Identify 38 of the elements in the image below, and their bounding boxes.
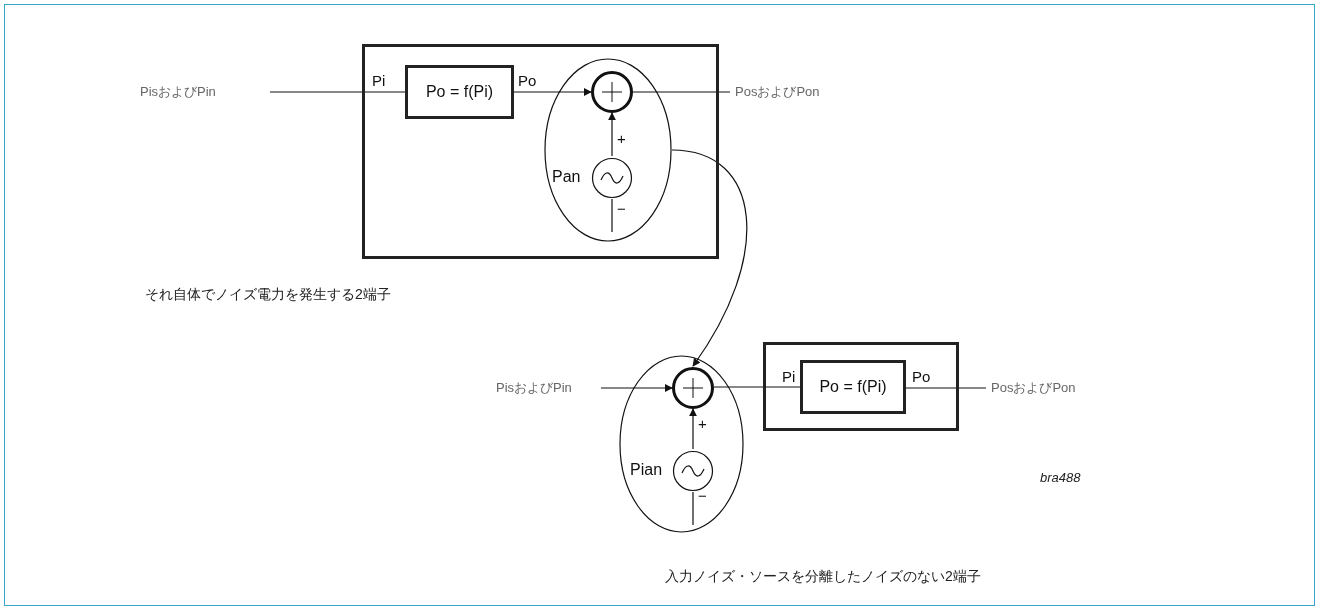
caption: 入力ノイズ・ソースを分離したノイズのない2端子 — [665, 568, 981, 586]
two-port-box — [763, 342, 959, 431]
figure-code: bra488 — [1040, 470, 1081, 485]
summing-junction — [672, 367, 714, 409]
summing-junction — [591, 71, 633, 113]
signal-label: PosおよびPon — [735, 84, 865, 100]
arrow — [513, 88, 592, 96]
connector-line — [905, 387, 987, 389]
function-block: Po = f(Pi) — [800, 360, 906, 414]
source-label: Pan — [552, 168, 581, 186]
connector-line — [632, 91, 731, 93]
caption: それ自体でノイズ電力を発生する2端子 — [145, 286, 391, 304]
source-label: Pian — [630, 461, 663, 479]
arrow — [608, 112, 616, 157]
arrow — [600, 384, 673, 392]
edge-label: Po — [912, 368, 931, 385]
edge-label: + — [698, 415, 707, 432]
function-block: Po = f(Pi) — [405, 65, 514, 119]
signal-label: PisおよびPin — [496, 380, 596, 396]
signal-label: PisおよびPin — [140, 84, 265, 100]
signal-label: PosおよびPon — [991, 380, 1101, 396]
edge-label: Po — [518, 72, 537, 89]
edge-label: + — [617, 130, 626, 147]
arrow — [689, 408, 697, 450]
noise-source-circle — [591, 157, 633, 199]
noise-source-circle — [672, 450, 714, 492]
edge-label: − — [617, 200, 626, 217]
connector-line — [713, 386, 801, 388]
noise-source-ellipse — [619, 355, 744, 533]
arrow — [671, 149, 748, 367]
two-port-box — [362, 44, 719, 259]
edge-label: Pi — [372, 72, 386, 89]
edge-label: Pi — [782, 368, 796, 385]
noise-source-ellipse — [544, 58, 672, 242]
connector-line — [269, 91, 406, 93]
connector-line — [692, 491, 694, 526]
connector-line — [611, 198, 613, 233]
edge-label: − — [698, 487, 707, 504]
